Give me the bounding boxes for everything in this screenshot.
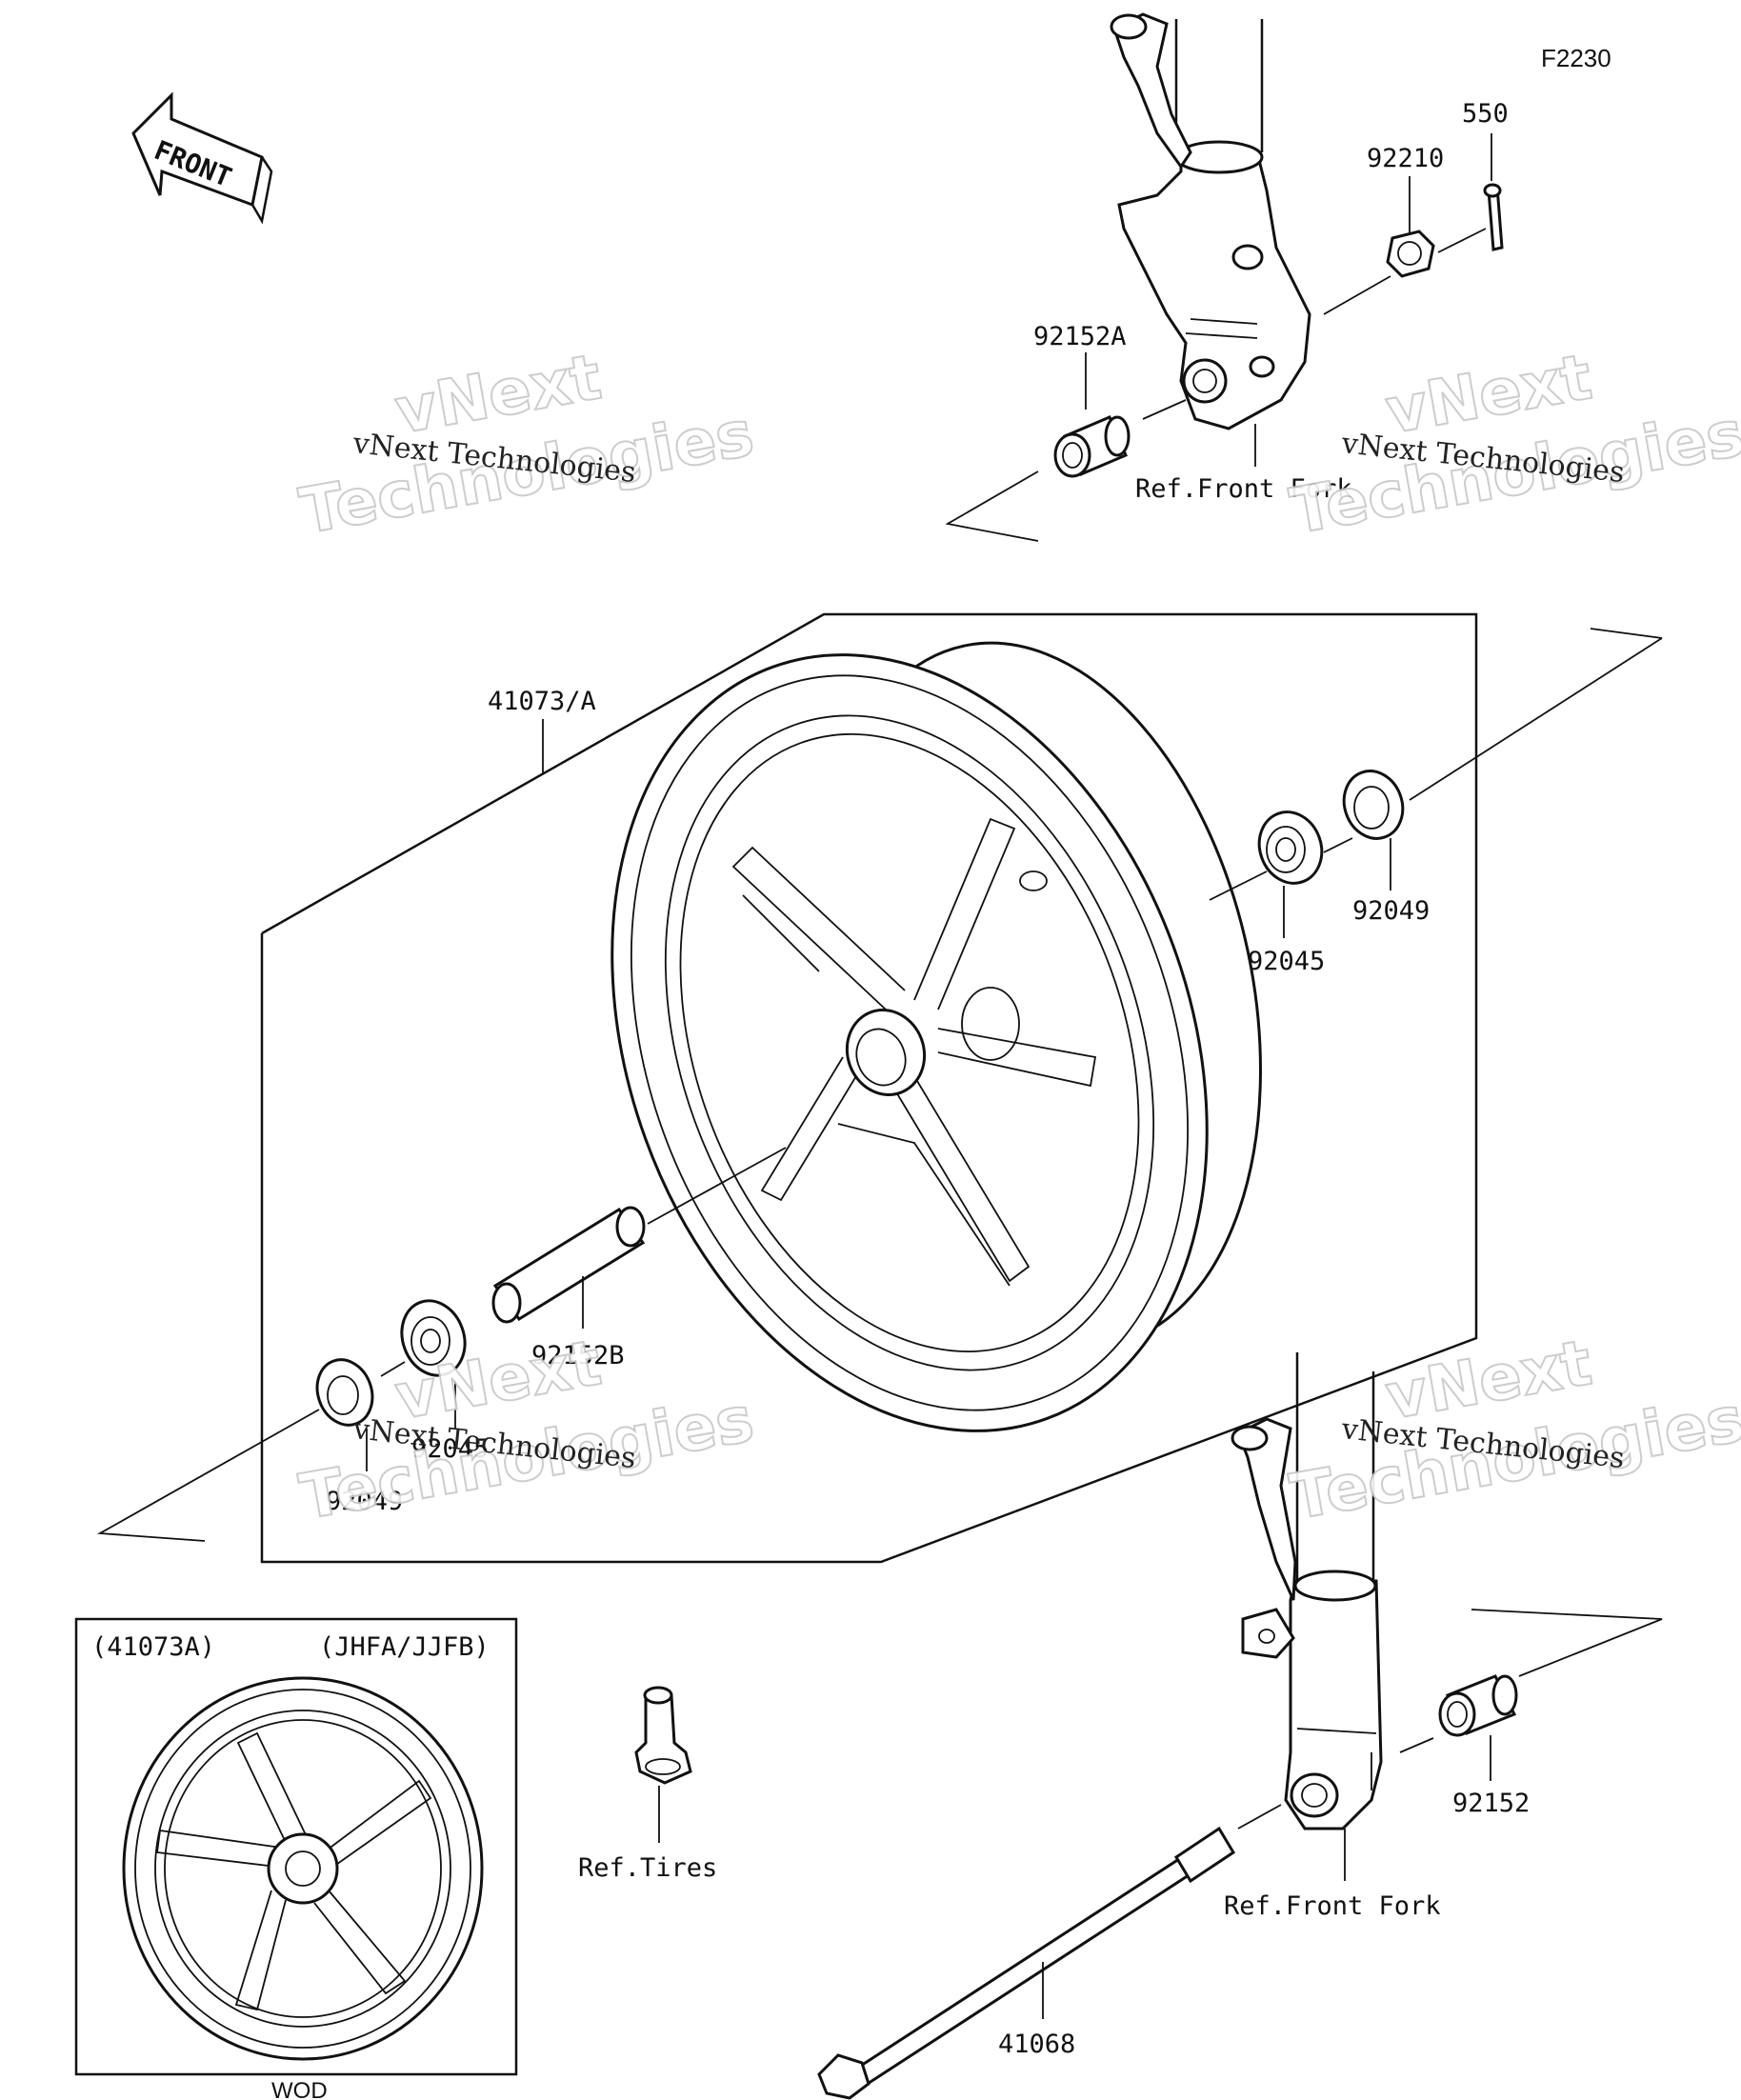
- axis-line-wheel-right-2: [1323, 837, 1353, 853]
- spacer-92152B: [491, 1206, 646, 1324]
- collar-92152A: [1053, 415, 1131, 478]
- axis-line-top-left: [945, 470, 1039, 542]
- label-92045-left: 92045: [411, 1434, 489, 1464]
- front-arrow-icon: FRONT: [131, 91, 273, 225]
- axis-line-top-right: [1323, 275, 1391, 315]
- axis-line-wheel-left: [647, 1147, 787, 1225]
- label-92152: 92152: [1452, 1789, 1530, 1818]
- bearing-92045-right: [1257, 810, 1324, 885]
- cotter-pin-550: [1483, 183, 1504, 251]
- label-41068: 41068: [998, 2030, 1075, 2059]
- label-92049-left: 92049: [326, 1487, 403, 1516]
- label-92152A: 92152A: [1033, 322, 1127, 351]
- front-fork-top: [1110, 12, 1311, 430]
- label-92045-right: 92045: [1248, 947, 1325, 976]
- nut-92210: [1386, 230, 1435, 278]
- axis-line-bottom-right: [1471, 1609, 1663, 1677]
- inset-models-label: (JHFA/JJFB): [319, 1632, 490, 1662]
- axis-line-left-end: [96, 1409, 320, 1542]
- label-ref-tires: Ref.Tires: [578, 1853, 717, 1883]
- label-41073A: 41073/A: [488, 687, 596, 716]
- seal-92049-right: [1342, 770, 1405, 840]
- watermark-top-right: vNext Technologies vNext Technologies: [1284, 339, 1741, 550]
- front-fork-bottom: [1231, 1352, 1383, 1830]
- axle-41068: [817, 1826, 1236, 2100]
- inset-part-label: (41073A): [91, 1632, 215, 1662]
- label-92152B: 92152B: [531, 1341, 625, 1370]
- watermark-bottom-left: vNext Technologies vNext Technologies: [293, 1325, 759, 1535]
- axis-line-wheel-far-right: [1409, 637, 1663, 801]
- axis-line-top-right-2: [1437, 228, 1487, 253]
- watermark-bottom-right: vNext Technologies vNext Technologies: [1284, 1325, 1741, 1535]
- label-92210: 92210: [1367, 144, 1444, 173]
- seal-92049-left: [315, 1358, 374, 1427]
- tire-valve-icon: [634, 1686, 692, 1785]
- label-92049-right: 92049: [1352, 896, 1430, 926]
- axis-line-wheel-right: [1209, 870, 1268, 901]
- axis-end-right: [1590, 628, 1663, 639]
- inset-color-code: WOD: [271, 2078, 328, 2100]
- inset-box: [74, 1617, 518, 2076]
- inset-wheel-41073A: [122, 1676, 484, 2061]
- label-550: 550: [1462, 99, 1509, 129]
- watermark-top-left: vNext Technologies vNext Technologies: [293, 339, 759, 550]
- wheel-assembly-box: [260, 612, 1478, 1564]
- axis-line-bottom-mid: [1399, 1737, 1434, 1753]
- collar-92152: [1438, 1674, 1518, 1737]
- axis-line-left-seg: [380, 1361, 406, 1377]
- label-ref-front-fork-bottom: Ref.Front Fork: [1224, 1891, 1441, 1921]
- axis-line-axle: [1237, 1804, 1282, 1830]
- front-wheel-41073: [610, 641, 1262, 1432]
- diagram-code: F2230: [1541, 44, 1611, 72]
- label-ref-front-fork-top: Ref.Front Fork: [1135, 474, 1352, 504]
- bearing-92045-left: [400, 1299, 467, 1377]
- axis-line-collar: [1142, 399, 1187, 420]
